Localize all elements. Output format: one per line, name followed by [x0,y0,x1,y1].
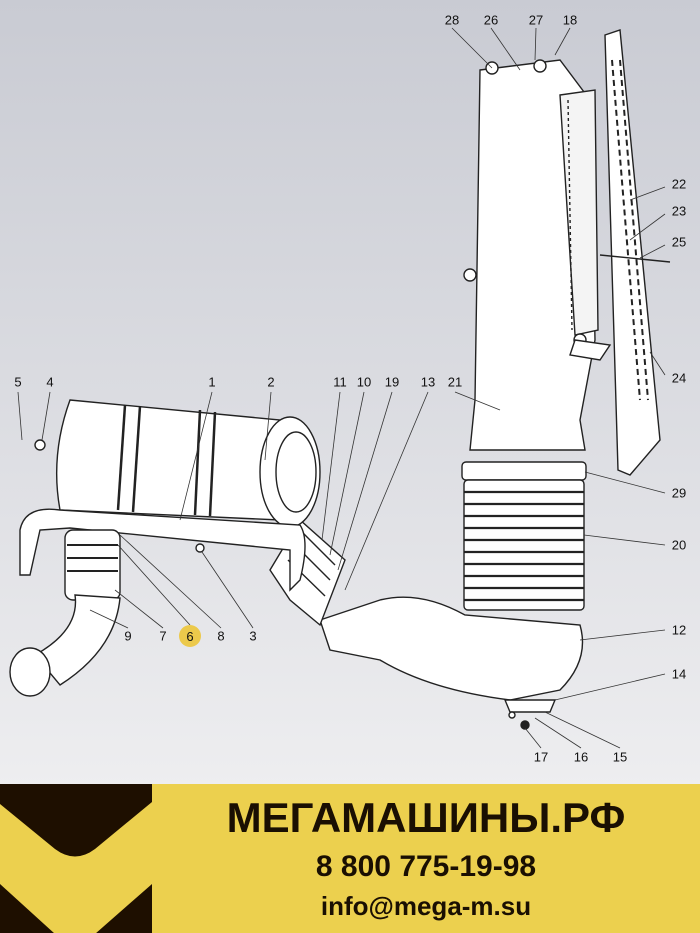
part-label-23[interactable]: 23 [671,203,687,219]
part-label-5[interactable]: 5 [14,374,22,390]
part-label-11[interactable]: 11 [333,374,347,390]
brand-banner: МЕГАМАШИНЫ.РФ 8 800 775-19-98 info@mega-… [0,784,700,933]
part-label-24[interactable]: 24 [671,370,687,386]
part-label-19[interactable]: 19 [384,374,400,390]
part-label-7[interactable]: 7 [159,628,167,644]
part-label-28[interactable]: 28 [444,12,460,28]
air-filter [34,399,321,553]
part-label-3[interactable]: 3 [249,628,257,644]
part-label-15[interactable]: 15 [612,749,628,765]
mounting-bracket [19,508,306,592]
intake-duct [463,59,671,451]
parts-diagram: 28 26 27 18 22 23 25 24 5 4 1 2 11 10 19… [9,12,687,765]
brand-email[interactable]: info@mega-m.su [320,891,532,921]
part-label-4[interactable]: 4 [46,374,54,390]
part-label-2[interactable]: 2 [267,374,275,390]
part-label-6-highlighted[interactable]: 6 [179,625,201,647]
grille-panel [604,29,661,476]
part-label-1[interactable]: 1 [208,374,216,390]
part-label-17[interactable]: 17 [533,749,549,765]
part-label-22[interactable]: 22 [671,176,687,192]
bellows [461,461,587,611]
inlet-pipe [9,529,121,697]
part-label-14[interactable]: 14 [671,666,687,682]
part-label-9[interactable]: 9 [124,628,132,644]
part-label-18[interactable]: 18 [562,12,578,28]
brand-phone[interactable]: 8 800 775-19-98 [315,850,537,883]
part-label-8[interactable]: 8 [217,628,225,644]
leader-lines [17,27,666,749]
brand-name: МЕГАМАШИНЫ.РФ [226,794,626,841]
part-label-27[interactable]: 27 [528,12,544,28]
part-label-12[interactable]: 12 [671,622,687,638]
part-label-16[interactable]: 16 [573,749,589,765]
parts-drawing [9,27,671,749]
part-label-29[interactable]: 29 [671,485,687,501]
part-label-21[interactable]: 21 [447,374,463,390]
part-label-13[interactable]: 13 [420,374,436,390]
part-label-26[interactable]: 26 [483,12,499,28]
part-label-25[interactable]: 25 [671,234,687,250]
brand-logo-icon [0,784,152,933]
part-label-20[interactable]: 20 [671,537,687,553]
elbow-pipe [319,596,584,730]
part-label-10[interactable]: 10 [356,374,372,390]
